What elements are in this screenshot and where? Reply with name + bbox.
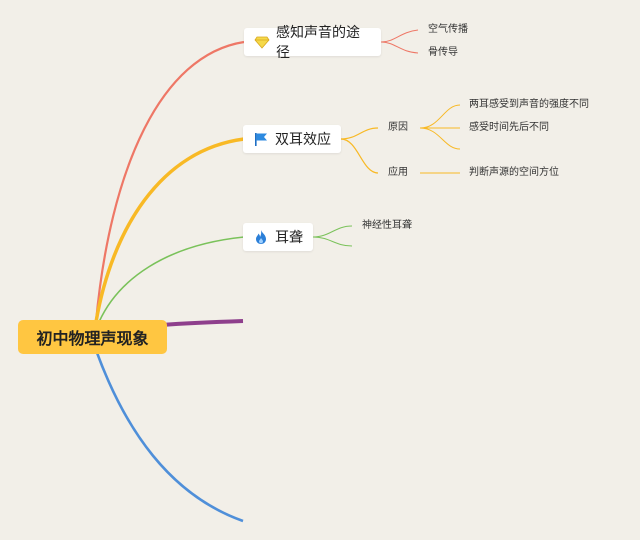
branch-3-connector [98, 236, 245, 323]
topic-label: 耳聋 [275, 230, 303, 246]
branch-1-child-1-connector [380, 29, 419, 43]
leaf-sensorineural-deafness[interactable]: 神经性耳聋 [362, 220, 412, 231]
root-topic[interactable]: 初中物理声现象 [18, 320, 167, 354]
branch-2-child-1-connector [340, 127, 379, 140]
diamond-icon [254, 34, 270, 50]
branch-3-child-2-connector [312, 236, 353, 247]
leaf-bone-conduction[interactable]: 骨传导 [428, 47, 458, 58]
leaf-time-difference[interactable]: 感受时间先后不同 [469, 122, 549, 133]
leaf-sound-localization[interactable]: 判断声源的空间方位 [469, 167, 559, 178]
topic-binaural-effect[interactable]: 双耳效应 [243, 125, 341, 153]
branch-5-connector [94, 349, 244, 523]
leaf-intensity-difference[interactable]: 两耳感受到声音的强度不同 [469, 99, 589, 110]
branch-1-child-2-connector [380, 41, 419, 54]
topic-label: 感知声音的途径 [276, 25, 360, 61]
topic-perception-pathways[interactable]: 感知声音的途径 [244, 25, 381, 61]
branch-4-connector [159, 319, 244, 327]
topic-label: 双耳效应 [275, 132, 331, 148]
branch-2-connector [94, 137, 245, 323]
branch-1-connector [94, 40, 245, 323]
root-topic-label: 初中物理声现象 [36, 329, 149, 348]
subtopic-application[interactable]: 应用 [388, 167, 408, 178]
subtopic-cause[interactable]: 原因 [388, 122, 408, 133]
leaf-air-conduction[interactable]: 空气传播 [428, 24, 468, 35]
branch-2-child-2-connector [340, 138, 379, 174]
branch-3-child-1-connector [312, 225, 353, 238]
topic-deafness[interactable]: 耳聋 [243, 223, 313, 251]
flag-icon [253, 131, 269, 147]
branch-2-child-1-leaf-3-connector [419, 127, 461, 150]
fire-icon [253, 229, 269, 245]
branch-2-child-1-leaf-1-connector [419, 104, 461, 129]
